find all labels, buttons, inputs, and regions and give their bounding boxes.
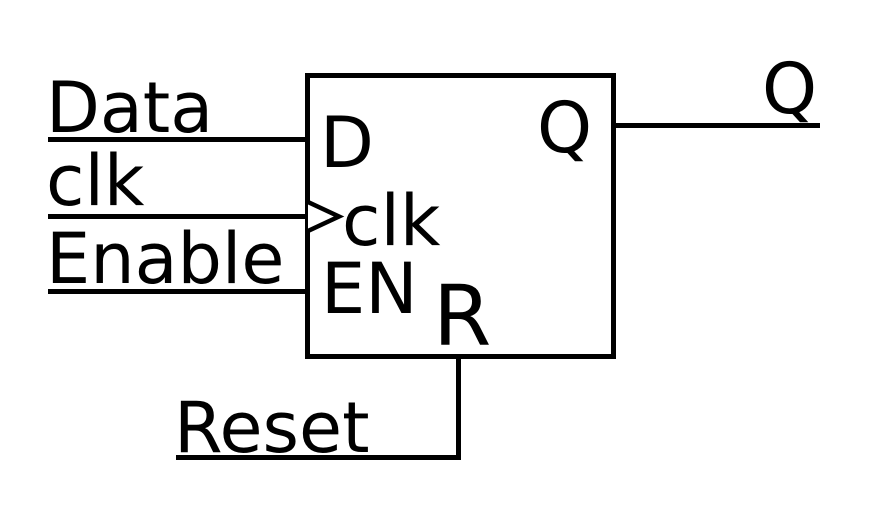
port-label-en: EN (321, 248, 418, 330)
enable-wire (48, 289, 308, 294)
port-label-clk: clk (342, 180, 441, 262)
clock-edge-triangle-icon (308, 199, 345, 234)
clk-wire (48, 214, 308, 219)
reset-wire-horizontal (176, 455, 460, 460)
port-label-d: D (320, 102, 374, 184)
net-label-q-out: Q (762, 48, 818, 130)
net-label-enable: Enable (46, 218, 285, 300)
net-label-reset: Reset (174, 387, 370, 469)
reset-wire-vertical (456, 354, 461, 460)
net-label-data: Data (46, 67, 214, 149)
port-label-q: Q (537, 87, 593, 169)
data-wire (48, 137, 308, 142)
q-output-wire (613, 123, 820, 128)
port-label-r: R (433, 267, 492, 365)
net-label-clk: clk (46, 140, 145, 222)
